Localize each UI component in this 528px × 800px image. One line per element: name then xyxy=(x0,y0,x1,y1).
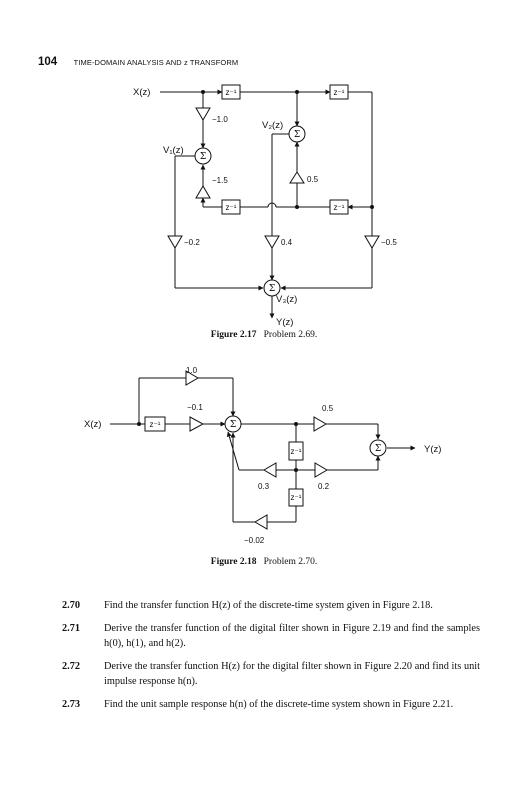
v2-label: V₂(z) xyxy=(262,120,283,131)
problem-item: 2.71 Derive the transfer function of the… xyxy=(62,621,480,652)
delay-box: z⁻¹ xyxy=(288,441,304,461)
problem-text: Find the transfer function H(z) of the d… xyxy=(104,600,433,611)
delay-box: z⁻¹ xyxy=(221,84,241,100)
sigma-symbol: Σ xyxy=(230,420,236,430)
problem-text: Derive the transfer function of the digi… xyxy=(104,622,480,650)
figure-caption: Figure 2.18 Problem 2.70. xyxy=(0,557,528,567)
problem-number: 2.70 xyxy=(62,600,81,611)
gain-label: −0.5 xyxy=(381,238,397,247)
problem-text: Derive the transfer function H(z) for th… xyxy=(104,660,480,688)
running-title: TIME-DOMAIN ANALYSIS AND z TRANSFORM xyxy=(73,58,239,67)
gain-triangle xyxy=(189,416,205,432)
delay-label: z⁻¹ xyxy=(334,88,345,97)
sigma-symbol: Σ xyxy=(269,284,275,294)
summer-output: Σ xyxy=(369,439,387,457)
figure-caption-text: Problem 2.69. xyxy=(263,330,318,340)
delay-box: z⁻¹ xyxy=(221,199,241,215)
gain-triangle xyxy=(289,171,305,184)
gain-triangle xyxy=(167,235,183,249)
v3-label: V₃(z) xyxy=(276,294,297,305)
gain-triangle xyxy=(313,416,327,432)
gain-triangle xyxy=(264,235,280,249)
output-label: Y(z) xyxy=(276,317,293,328)
gain-label: −0.2 xyxy=(184,238,200,247)
gain-label: −0.02 xyxy=(244,536,265,545)
figure-label: Figure 2.17 xyxy=(210,330,257,340)
sigma-symbol: Σ xyxy=(200,152,206,162)
output-label: Y(z) xyxy=(424,444,441,455)
problem-item: 2.73 Find the unit sample response h(n) … xyxy=(62,697,480,713)
summer-v1: Σ xyxy=(194,147,212,165)
summer-main: Σ xyxy=(224,415,242,433)
gain-triangle xyxy=(263,462,277,478)
gain-triangle xyxy=(195,185,211,199)
gain-triangle xyxy=(314,462,328,478)
problem-number: 2.72 xyxy=(62,660,81,672)
input-label: X(z) xyxy=(84,419,101,430)
gain-label: 0.2 xyxy=(318,482,330,491)
problem-item: 2.72 Derive the transfer function H(z) f… xyxy=(62,659,480,690)
input-label: X(z) xyxy=(133,87,150,98)
problem-item: 2.70 Find the transfer function H(z) of … xyxy=(62,598,480,614)
page-header: 104 TIME-DOMAIN ANALYSIS AND z TRANSFORM xyxy=(38,52,498,70)
delay-label: z⁻¹ xyxy=(291,493,302,502)
delay-label: z⁻¹ xyxy=(226,88,237,97)
gain-triangle xyxy=(185,370,199,386)
problem-number: 2.73 xyxy=(62,698,81,710)
figure-2-17-diagram: z⁻¹ z⁻¹ z⁻¹ z⁻¹ Σ Σ Σ X(z) Y(z) V₁(z) V₂… xyxy=(133,84,397,328)
gain-label: 0.5 xyxy=(307,175,319,184)
gain-triangle xyxy=(254,514,268,530)
delay-label: z⁻¹ xyxy=(226,203,237,212)
summer-v2: Σ xyxy=(288,125,306,143)
gain-label: 1.0 xyxy=(186,366,198,375)
delay-label: z⁻¹ xyxy=(334,203,345,212)
delay-box: z⁻¹ xyxy=(329,199,349,215)
problem-number: 2.71 xyxy=(62,622,81,634)
figure-caption-text: Problem 2.70. xyxy=(263,557,318,567)
v1-label: V₁(z) xyxy=(163,145,184,156)
gain-triangle xyxy=(364,235,380,249)
figure-2-18-diagram: z⁻¹ z⁻¹ z⁻¹ Σ Σ X(z) Y(z) 1.0 −0.1 0.5 0… xyxy=(84,366,441,545)
gain-label: 0.4 xyxy=(281,238,293,247)
delay-box: z⁻¹ xyxy=(329,84,349,100)
page-number: 104 xyxy=(38,56,58,68)
gain-label: 0.5 xyxy=(322,404,334,413)
gain-label: −1.5 xyxy=(212,176,228,185)
gain-triangle xyxy=(195,107,211,121)
delay-box: z⁻¹ xyxy=(288,488,304,507)
gain-label: −1.0 xyxy=(212,115,228,124)
figure-label: Figure 2.18 xyxy=(210,557,257,567)
sigma-symbol: Σ xyxy=(375,444,381,454)
delay-label: z⁻¹ xyxy=(150,420,161,429)
figure-caption: Figure 2.17 Problem 2.69. xyxy=(0,330,528,340)
gain-label: 0.3 xyxy=(258,482,270,491)
gain-label: −0.1 xyxy=(187,403,203,412)
delay-label: z⁻¹ xyxy=(291,447,302,456)
problem-list: 2.70 Find the transfer function H(z) of … xyxy=(62,598,480,719)
sigma-symbol: Σ xyxy=(294,130,300,140)
summer-v3: Σ xyxy=(263,279,281,297)
problem-text: Find the unit sample response h(n) of th… xyxy=(104,698,454,710)
delay-box: z⁻¹ xyxy=(144,416,166,432)
